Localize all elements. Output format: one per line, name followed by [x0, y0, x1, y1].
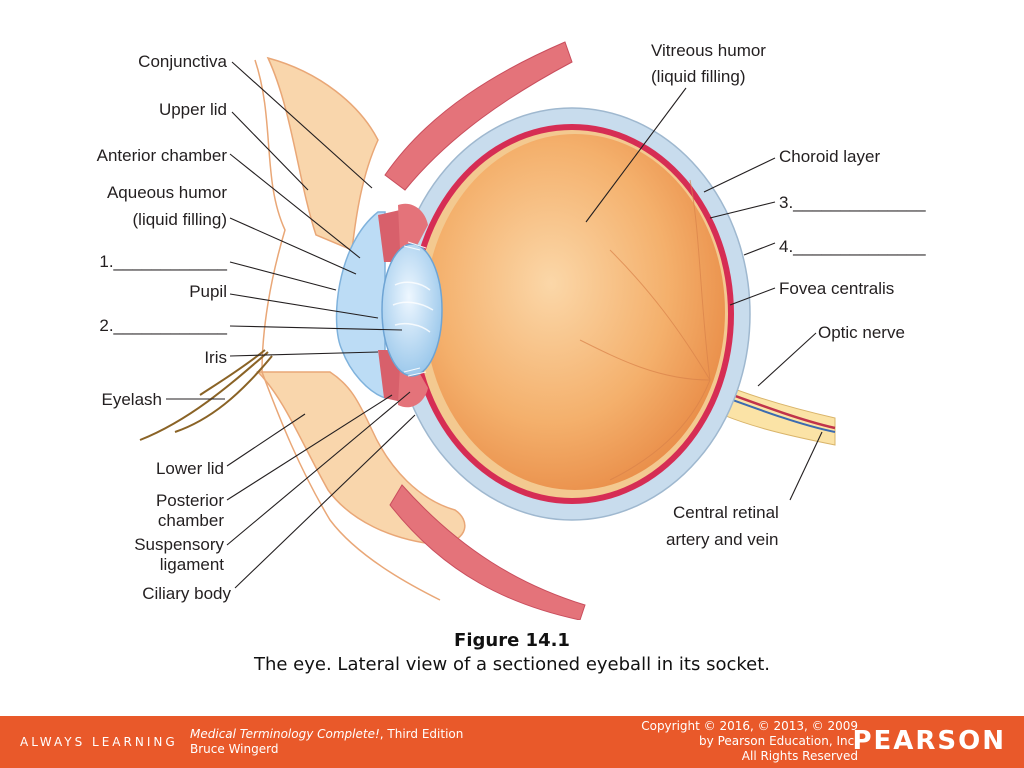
- cornea: [335, 211, 386, 400]
- figure-number: Figure 14.1: [454, 630, 570, 651]
- label-central-retinal: Central retinal: [673, 503, 779, 522]
- pearson-logo: PEARSON: [852, 726, 1006, 756]
- footer-book-title: Medical Terminology Complete!: [190, 727, 380, 741]
- suspensory-ligament-shape: [403, 241, 427, 377]
- copyright-line-1: Copyright © 2016, © 2013, © 2009: [641, 719, 858, 733]
- label-ciliary-body: Ciliary body: [142, 584, 231, 603]
- footer-copyright: Copyright © 2016, © 2013, © 2009 by Pear…: [641, 719, 858, 764]
- label-aqueous-humor: Aqueous humor: [107, 183, 227, 202]
- label-vitreous-humor-sub: (liquid filling): [651, 67, 745, 86]
- label-aqueous-humor-sub: (liquid filling): [133, 210, 227, 229]
- label-suspensory-ligament-sub: ligament: [160, 555, 225, 574]
- copyright-line-3: All Rights Reserved: [741, 749, 858, 763]
- iris-shape: [378, 210, 402, 262]
- label-blank-4: 4.______________: [779, 237, 926, 256]
- superior-muscle: [384, 41, 573, 191]
- label-blank-3: 3.______________: [779, 193, 926, 212]
- copyright-line-2: by Pearson Education, Inc.: [699, 734, 858, 748]
- lens: [381, 243, 443, 377]
- label-anterior-chamber: Anterior chamber: [97, 146, 228, 165]
- footer-author: Bruce Wingerd: [190, 742, 279, 756]
- footer-tagline: ALWAYS LEARNING: [20, 735, 178, 749]
- label-posterior-chamber: Posterior: [156, 491, 224, 510]
- label-posterior-chamber-sub: chamber: [158, 511, 224, 530]
- face-contour: [254, 59, 441, 601]
- label-optic-nerve: Optic nerve: [818, 323, 905, 342]
- footer-book-edition: , Third Edition: [379, 727, 464, 741]
- leader-lines: [166, 61, 823, 589]
- label-conjunctiva: Conjunctiva: [138, 52, 227, 71]
- label-vitreous-humor: Vitreous humor: [651, 41, 766, 60]
- upper-lid-shape: [266, 56, 379, 252]
- fundus-vessels: [579, 179, 711, 481]
- label-choroid-layer: Choroid layer: [779, 147, 880, 166]
- label-suspensory-ligament: Suspensory: [134, 535, 224, 554]
- label-blank-2: 2.____________: [99, 316, 227, 335]
- label-lower-lid: Lower lid: [156, 459, 224, 478]
- eye-diagram: Conjunctiva Upper lid Anterior chamber A…: [97, 41, 926, 620]
- footer-bar: ALWAYS LEARNING Medical Terminology Comp…: [0, 716, 1024, 768]
- inferior-muscle: [389, 484, 586, 620]
- footer-book-info: Medical Terminology Complete!, Third Edi…: [190, 727, 463, 757]
- ciliary-body-shape: [398, 203, 428, 255]
- figure-caption: The eye. Lateral view of a sectioned eye…: [253, 654, 771, 675]
- label-iris: Iris: [204, 348, 227, 367]
- label-eyelash: Eyelash: [102, 390, 162, 409]
- vitreous-body: [425, 134, 725, 490]
- label-central-retinal-sub: artery and vein: [666, 530, 778, 549]
- label-upper-lid: Upper lid: [159, 100, 227, 119]
- label-fovea-centralis: Fovea centralis: [779, 279, 894, 298]
- label-blank-1: 1.____________: [99, 252, 227, 271]
- label-pupil: Pupil: [189, 282, 227, 301]
